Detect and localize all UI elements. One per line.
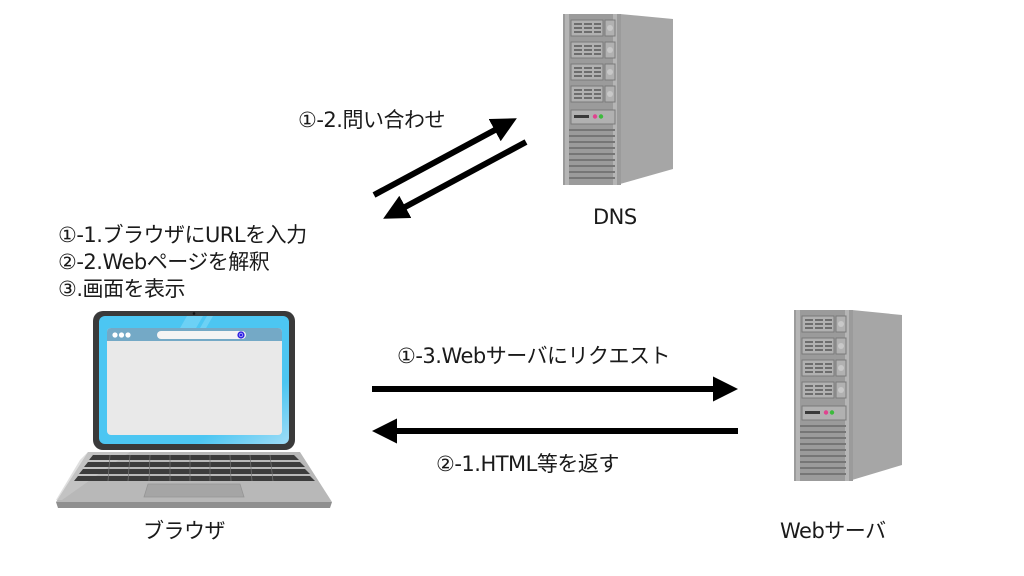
- dns-query-arrow: [372, 118, 517, 198]
- dns-label: DNS: [593, 205, 637, 229]
- web-server-label: Webサーバ: [780, 519, 886, 543]
- browser-label: ブラウザ: [143, 519, 226, 543]
- dns-query-label: ①-2.問い合わせ: [298, 108, 445, 132]
- browser-step: ①-1.ブラウザにURLを入力: [58, 223, 307, 247]
- browser-step: ②-2.Webページを解釈: [58, 250, 270, 274]
- dns-response-arrow: [383, 139, 528, 219]
- web-request-label: ①-3.Webサーバにリクエスト: [397, 344, 671, 368]
- browser-steps-list: ①-1.ブラウザにURLを入力 ②-2.Webページを解釈 ③.画面を表示: [58, 222, 307, 303]
- browser-step: ③.画面を表示: [58, 277, 186, 301]
- web-response-label: ②-1.HTML等を返す: [436, 452, 619, 476]
